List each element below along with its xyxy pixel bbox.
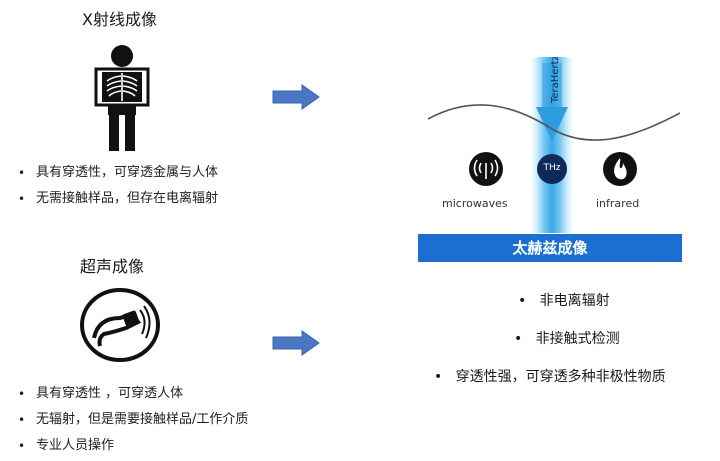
terahertz-banner: 太赫兹成像 xyxy=(418,234,682,262)
right-arrow-icon xyxy=(272,330,320,356)
terahertz-spectrum-illustration: TeraHertz THz microwaves infrared xyxy=(428,57,680,233)
ultrasound-probe-icon xyxy=(80,288,160,366)
xray-bullet-list: 具有穿透性，可穿透金属与人体 无需接触样品，但存在电离辐射 xyxy=(18,160,218,212)
xray-person-icon xyxy=(94,44,150,156)
list-item: • 穿透性强，可穿透多种非极性物质 xyxy=(434,369,666,385)
thz-center-label: THz xyxy=(543,163,561,173)
list-item: 无辐射，但是需要接触样品/工作介质 xyxy=(18,407,248,433)
infrared-label: infrared xyxy=(596,197,640,210)
terahertz-beam-label: TeraHertz xyxy=(550,57,561,103)
ultrasound-title: 超声成像 xyxy=(80,257,145,276)
list-item: 专业人员操作 xyxy=(18,433,248,459)
list-item: 无需接触样品，但存在电离辐射 xyxy=(18,186,218,212)
list-item: 具有穿透性，可穿透金属与人体 xyxy=(18,160,218,186)
microwaves-label: microwaves xyxy=(442,197,508,210)
ultrasound-bullet-list: 具有穿透性 ，可穿透人体 无辐射，但是需要接触样品/工作介质 专业人员操作 xyxy=(18,381,248,459)
right-arrow-icon xyxy=(272,84,320,110)
list-item: 具有穿透性 ，可穿透人体 xyxy=(18,381,248,407)
xray-title: X射线成像 xyxy=(82,10,157,29)
list-item: • 非电离辐射 xyxy=(518,293,610,309)
list-item: • 非接触式检测 xyxy=(514,331,620,347)
